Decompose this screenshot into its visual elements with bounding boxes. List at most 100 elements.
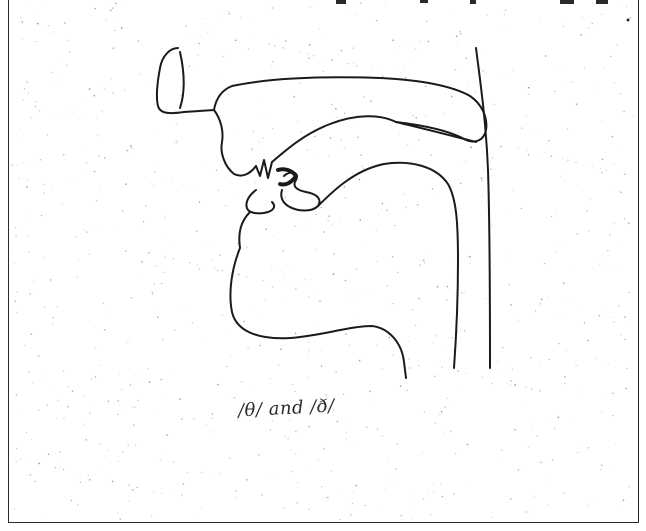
noise-speck	[125, 183, 127, 185]
noise-speck	[615, 444, 616, 445]
noise-speck	[364, 96, 366, 98]
noise-speck	[272, 421, 273, 422]
noise-speck	[340, 490, 341, 491]
noise-speck	[138, 40, 140, 42]
noise-speck	[602, 158, 604, 160]
noise-speck	[16, 102, 17, 103]
noise-speck	[131, 297, 133, 299]
noise-speck	[71, 111, 73, 113]
noise-speck	[307, 377, 308, 378]
noise-speck	[411, 57, 412, 58]
noise-speck	[119, 374, 120, 375]
noise-speck	[419, 6, 420, 7]
noise-speck	[242, 196, 243, 197]
noise-speck	[308, 58, 309, 59]
noise-speck	[32, 383, 33, 384]
noise-speck	[346, 177, 347, 178]
noise-speck	[151, 292, 153, 294]
noise-speck	[112, 7, 114, 9]
noise-speck	[447, 398, 448, 399]
noise-speck	[444, 406, 446, 408]
noise-speck	[583, 191, 584, 192]
noise-speck	[96, 229, 97, 230]
noise-speck	[545, 152, 546, 153]
noise-speck	[356, 268, 358, 270]
noise-speck	[229, 457, 231, 459]
noise-speck	[206, 18, 207, 19]
noise-speck	[255, 182, 256, 183]
noise-speck	[164, 216, 165, 217]
noise-speck	[101, 111, 102, 112]
noise-speck	[78, 259, 79, 260]
noise-speck	[399, 133, 400, 134]
noise-speck	[448, 259, 449, 260]
noise-speck	[333, 273, 335, 275]
noise-speck	[24, 345, 25, 346]
noise-speck	[86, 231, 88, 233]
noise-speck	[514, 429, 516, 431]
noise-speck	[323, 70, 325, 72]
noise-speck	[565, 84, 566, 85]
noise-speck	[341, 50, 342, 51]
noise-speck	[614, 82, 615, 83]
noise-speck	[125, 250, 127, 252]
noise-speck	[331, 470, 333, 472]
noise-speck	[358, 295, 359, 296]
noise-speck	[94, 8, 96, 10]
noise-speck	[317, 459, 318, 460]
noise-speck	[75, 236, 77, 238]
noise-speck	[345, 439, 346, 440]
noise-speck	[372, 407, 373, 408]
noise-speck	[544, 263, 546, 265]
noise-speck	[621, 270, 622, 271]
noise-speck	[62, 76, 63, 77]
noise-speck	[491, 517, 492, 518]
noise-speck	[584, 322, 586, 324]
noise-speck	[287, 438, 289, 440]
noise-speck	[434, 375, 436, 377]
noise-speck	[295, 333, 297, 335]
noise-speck	[135, 407, 136, 408]
noise-speck	[273, 235, 274, 236]
noise-speck	[524, 405, 525, 406]
noise-speck	[613, 223, 614, 224]
noise-speck	[576, 233, 578, 235]
noise-speck	[280, 348, 282, 350]
noise-speck	[267, 202, 268, 203]
noise-speck	[405, 77, 407, 79]
noise-speck	[115, 3, 117, 5]
noise-speck	[620, 335, 621, 336]
noise-speck	[265, 228, 267, 230]
noise-speck	[214, 246, 215, 247]
noise-speck	[41, 215, 42, 216]
noise-speck	[510, 304, 512, 306]
noise-speck	[23, 39, 24, 40]
noise-speck	[349, 420, 350, 421]
noise-speck	[321, 365, 323, 367]
noise-speck	[53, 324, 54, 325]
noise-speck	[491, 383, 492, 384]
noise-speck	[609, 234, 611, 236]
noise-speck	[324, 35, 325, 36]
noise-speck	[499, 457, 500, 458]
noise-speck	[604, 67, 605, 68]
noise-speck	[612, 415, 614, 417]
noise-speck	[36, 101, 38, 103]
noise-speck	[122, 210, 124, 212]
noise-speck	[352, 47, 353, 48]
noise-speck	[284, 277, 285, 278]
noise-speck	[360, 2, 362, 4]
noise-speck	[616, 44, 618, 46]
noise-speck	[584, 68, 585, 69]
noise-speck	[592, 166, 593, 167]
noise-speck	[258, 454, 259, 455]
noise-speck	[397, 75, 398, 76]
noise-speck	[299, 83, 300, 84]
noise-speck	[31, 439, 32, 440]
noise-speck	[178, 497, 179, 498]
noise-speck	[132, 489, 134, 491]
noise-speck	[385, 303, 386, 304]
noise-speck	[27, 180, 28, 181]
noise-speck	[30, 333, 32, 335]
noise-speck	[141, 261, 143, 263]
